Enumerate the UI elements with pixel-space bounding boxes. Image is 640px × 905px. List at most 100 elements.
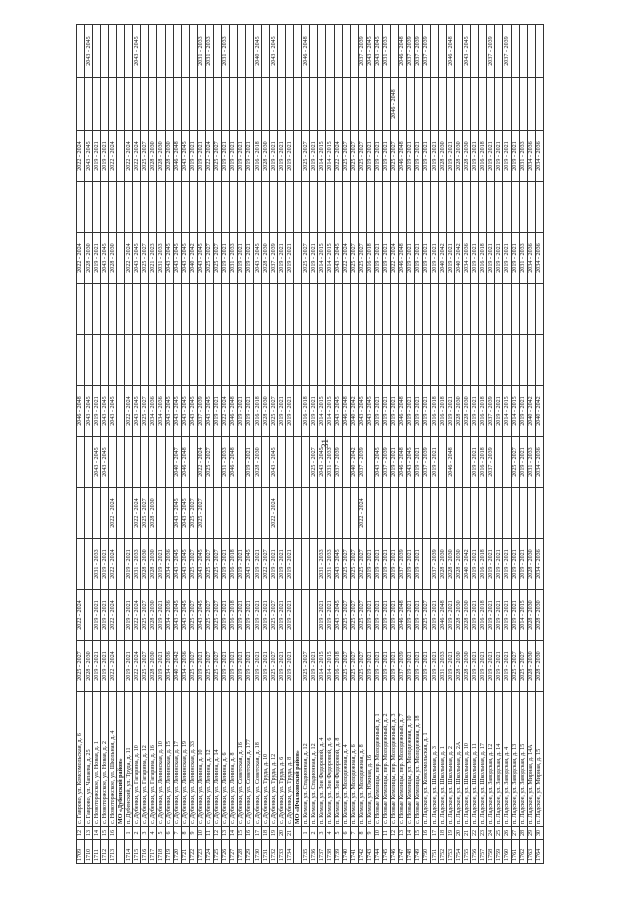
cell-address: МО «Дубенский район» <box>116 691 125 827</box>
cell-p9: 2034 - 2036 <box>462 232 471 284</box>
cell-p12 <box>511 77 520 131</box>
cell-num: 10 <box>374 826 383 840</box>
cell-p9: 2031 - 2033 <box>519 232 528 284</box>
cell-p7 <box>334 334 343 386</box>
cell-p13 <box>317 24 326 78</box>
cell-p11: 2022 - 2024 <box>124 130 133 182</box>
cell-p12 <box>309 77 318 131</box>
cell-p3: 2040 - 2042 <box>462 538 471 590</box>
cell-address: с. Новые Кемлицы, пер. Молодежный, д. 3 <box>390 691 399 827</box>
cell-p6: 2019 - 2021 <box>406 385 415 437</box>
cell-p6: 2019 - 2021 <box>494 385 503 437</box>
cell-p6: 2019 - 2021 <box>285 385 294 437</box>
cell-p6: 2043 - 2045 <box>366 385 375 437</box>
cell-p8 <box>261 283 270 335</box>
cell-num: 12 <box>390 826 399 840</box>
cell-p10 <box>124 181 133 233</box>
cell-p9: 2040 - 2042 <box>189 232 198 284</box>
cell-p8 <box>277 283 286 335</box>
cell-p10 <box>132 181 141 233</box>
cell-p7 <box>229 334 238 386</box>
cell-p1: 2028 - 2030 <box>535 640 544 692</box>
cell-p8 <box>334 283 343 335</box>
cell-p9: 2043 - 2045 <box>173 232 182 284</box>
cell-p9: 2022 - 2024 <box>390 232 399 284</box>
cell-p9: 2034 - 2036 <box>535 232 544 284</box>
cell-p4 <box>92 487 101 539</box>
cell-id: 1739 <box>334 839 343 864</box>
cell-p9: 2037 - 2039 <box>269 232 278 284</box>
cell-address: с. Дубенки, ул. Советская, д. 177 <box>245 691 254 827</box>
cell-p8 <box>269 283 278 335</box>
cell-id: 1738 <box>325 839 334 864</box>
cell-p2: 2019 - 2021 <box>366 589 375 641</box>
cell-p5: 2037 - 2039 <box>486 436 495 488</box>
cell-address: п. Ладское, ул. Школьная, д. 10 <box>462 691 471 827</box>
cell-p10 <box>478 181 487 233</box>
cell-p10 <box>350 181 359 233</box>
cell-num: 12 <box>213 826 222 840</box>
cell-p10 <box>470 181 479 233</box>
cell-p11: 2019 - 2021 <box>502 130 512 182</box>
cell-p5: 2025 - 2027 <box>511 436 520 488</box>
cell-num: 4 <box>325 826 334 840</box>
cell-address: с. Дубенки, ул. Ленинская, д. 19 <box>181 691 190 827</box>
cell-p7 <box>358 334 367 386</box>
cell-p12 <box>205 77 214 131</box>
cell-p8 <box>108 283 117 335</box>
cell-p8 <box>390 283 399 335</box>
cell-p4 <box>390 487 399 539</box>
cell-p2: 2019 - 2021 <box>390 589 399 641</box>
cell-p13 <box>237 24 246 78</box>
cell-p2: 2019 - 2021 <box>221 589 230 641</box>
cell-p10 <box>438 181 447 233</box>
cell-p2: 2025 - 2027 <box>269 589 278 641</box>
cell-p2: 2019 - 2021 <box>261 589 270 641</box>
cell-p1: 2019 - 2021 <box>277 640 286 692</box>
cell-p12 <box>527 77 536 131</box>
cell-p8 <box>478 283 487 335</box>
cell-p7 <box>406 334 415 386</box>
cell-address: п. Ладское, ул. Заводская, д. 4 <box>502 691 512 827</box>
cell-num: 17 <box>430 826 439 840</box>
cell-p5 <box>165 436 174 488</box>
cell-p1: 2019 - 2021 <box>470 640 479 692</box>
cell-p4 <box>277 487 286 539</box>
cell-address: п. Ладское, ул. Школьная, д. 17 <box>478 691 487 827</box>
cell-p2: 2019 - 2021 <box>502 589 512 641</box>
cell-p7 <box>325 334 334 386</box>
cell-p7 <box>124 334 133 386</box>
cell-address: п. Ладское, ул. Мирная, д. 15 <box>535 691 544 827</box>
cell-p5: 2037 - 2039 <box>334 436 343 488</box>
cell-p8 <box>502 283 512 335</box>
cell-p6: 2019 - 2021 <box>414 385 423 437</box>
cell-p2: 2019 - 2021 <box>406 589 415 641</box>
cell-p1: 2028 - 2030 <box>84 640 93 692</box>
cell-p5: 2019 - 2021 <box>470 436 479 488</box>
cell-p2 <box>309 589 318 641</box>
cell-p1: 2019 - 2021 <box>124 640 133 692</box>
cell-p13 <box>478 24 487 78</box>
cell-p13 <box>245 24 254 78</box>
cell-p12 <box>486 77 495 131</box>
cell-p4 <box>229 487 238 539</box>
cell-p1: 2019 - 2021 <box>253 640 262 692</box>
cell-p7 <box>398 334 407 386</box>
cell-p7 <box>486 334 495 386</box>
cell-num: 13 <box>221 826 230 840</box>
cell-p5: 2025 - 2027 <box>205 436 214 488</box>
cell-p12 <box>406 77 415 131</box>
cell-p10 <box>293 181 302 233</box>
cell-p4: 2043 - 2045 <box>181 487 190 539</box>
cell-p4 <box>470 487 479 539</box>
cell-p5: 2037 - 2039 <box>358 436 367 488</box>
cell-p2: 2019 - 2021 <box>486 589 495 641</box>
cell-p3: 2019 - 2021 <box>277 538 286 590</box>
cell-p5 <box>454 436 463 488</box>
cell-p5: 2046 - 2048 <box>446 436 455 488</box>
cell-id: 1735 <box>301 839 310 864</box>
